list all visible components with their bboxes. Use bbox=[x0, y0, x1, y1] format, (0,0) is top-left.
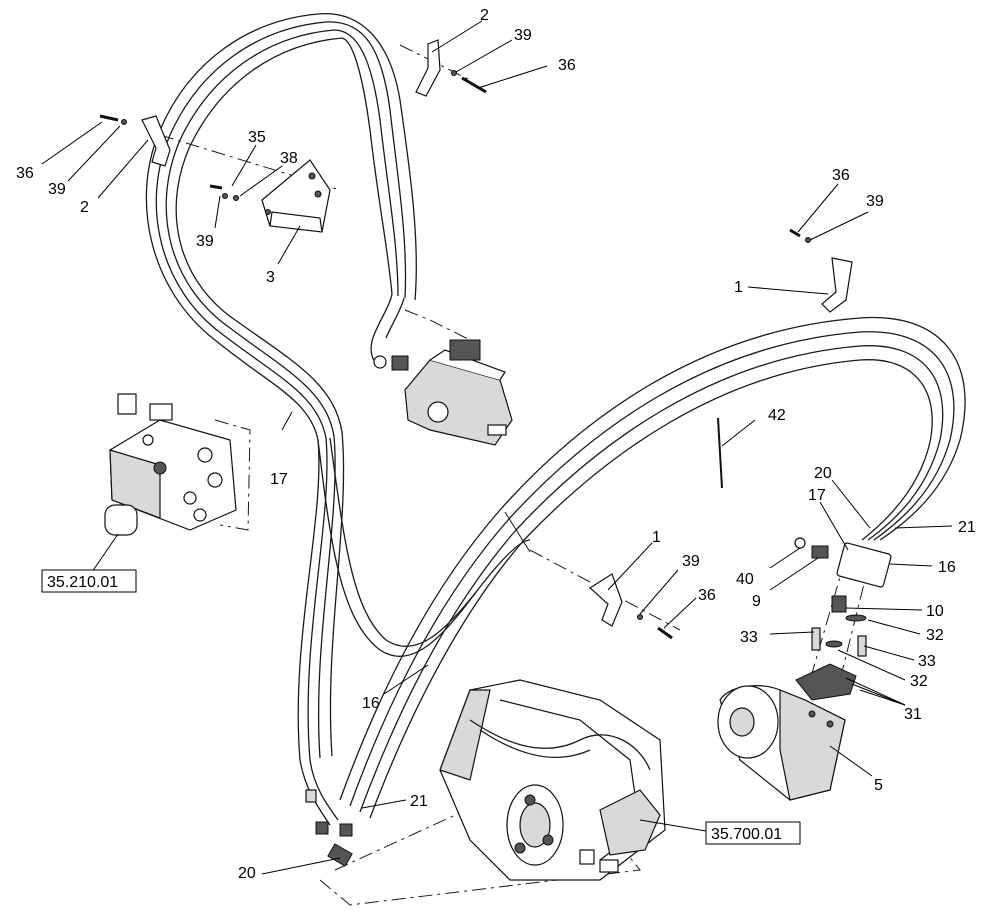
reference-box-motor: 35.700.01 bbox=[705, 821, 801, 845]
callout-9: 9 bbox=[752, 593, 761, 610]
callout-32-b: 32 bbox=[910, 673, 928, 690]
callout-2-top: 2 bbox=[480, 7, 489, 24]
callout-36-left: 36 bbox=[16, 165, 34, 182]
leader-lines bbox=[41, 20, 953, 875]
control-valve-block bbox=[104, 393, 237, 536]
hydraulic-pump-upper bbox=[373, 339, 513, 446]
callout-36-mid: 36 bbox=[698, 587, 716, 604]
reference-35-700-01: 35.700.01 bbox=[711, 826, 782, 843]
bracket-part-1-top bbox=[821, 257, 853, 313]
callout-3: 3 bbox=[266, 269, 275, 286]
bracket-part-1-mid bbox=[589, 573, 623, 627]
bracket-part-2-left bbox=[141, 115, 171, 167]
reference-box-valve: 35.210.01 bbox=[41, 569, 137, 593]
callout-5: 5 bbox=[874, 777, 883, 794]
bracket-part-3 bbox=[261, 159, 331, 233]
callout-10: 10 bbox=[926, 603, 944, 620]
callout-labels: 2 39 36 36 39 2 35 38 39 3 17 36 39 1 42… bbox=[16, 7, 976, 882]
motor-part-5 bbox=[717, 685, 846, 801]
callout-31: 31 bbox=[904, 706, 922, 723]
callout-36-top: 36 bbox=[558, 57, 576, 74]
callout-39-mid-left: 39 bbox=[196, 233, 214, 250]
callout-36-right: 36 bbox=[832, 167, 850, 184]
callout-17-left: 17 bbox=[270, 471, 288, 488]
right-hose-bundle bbox=[339, 316, 966, 819]
callout-39-mid: 39 bbox=[682, 553, 700, 570]
left-hose-bundle bbox=[145, 13, 531, 826]
callout-40: 40 bbox=[736, 571, 754, 588]
callout-1-top: 1 bbox=[734, 279, 743, 296]
callout-1-mid: 1 bbox=[652, 529, 661, 546]
reference-35-210-01: 35.210.01 bbox=[47, 574, 118, 591]
callout-39-right: 39 bbox=[866, 193, 884, 210]
engine-housing bbox=[439, 679, 666, 881]
callout-39-top: 39 bbox=[514, 27, 532, 44]
callout-16-right: 16 bbox=[938, 559, 956, 576]
callout-33-a: 33 bbox=[740, 629, 758, 646]
callout-17-right: 17 bbox=[808, 487, 826, 504]
callout-21-right: 21 bbox=[958, 519, 976, 536]
callout-38: 38 bbox=[280, 150, 298, 167]
callout-33-b: 33 bbox=[918, 653, 936, 670]
callout-39-left: 39 bbox=[48, 181, 66, 198]
callout-35: 35 bbox=[248, 129, 266, 146]
callout-20-bottom: 20 bbox=[238, 865, 256, 882]
fasteners bbox=[99, 70, 811, 640]
callout-2-left: 2 bbox=[80, 199, 89, 216]
callout-20-right: 20 bbox=[814, 465, 832, 482]
callout-21-bottom: 21 bbox=[410, 793, 428, 810]
callout-42: 42 bbox=[768, 407, 786, 424]
right-fittings bbox=[794, 537, 892, 701]
bracket-part-2-top bbox=[415, 39, 441, 97]
callout-16-left: 16 bbox=[362, 695, 380, 712]
bottom-fittings bbox=[305, 789, 353, 867]
callout-32-a: 32 bbox=[926, 627, 944, 644]
